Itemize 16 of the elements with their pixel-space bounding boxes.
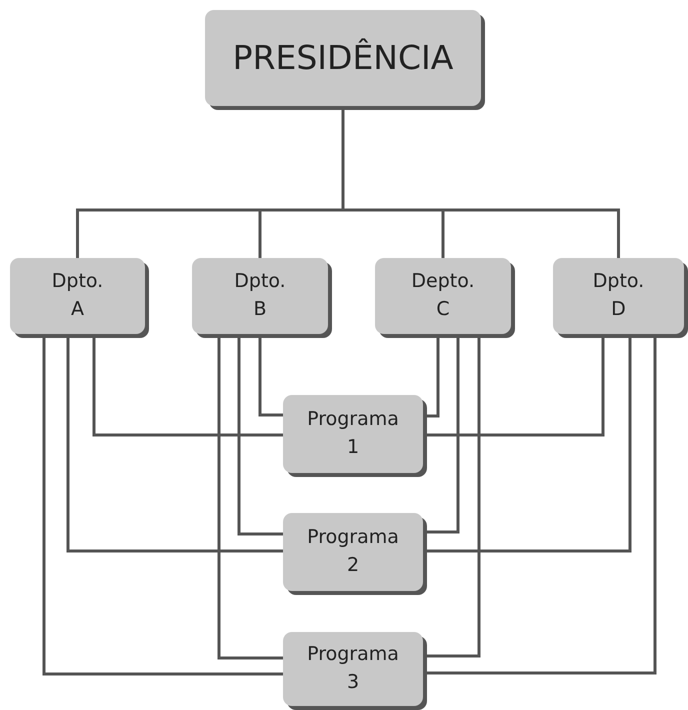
box-label: Programa 1	[307, 407, 399, 460]
org-box	[553, 258, 684, 334]
org-box	[283, 395, 423, 473]
org-box	[283, 513, 423, 591]
box-label: Dpto. D	[592, 269, 644, 322]
box-label: PRESIDÊNCIA	[232, 37, 454, 80]
box-label: Depto. C	[411, 269, 475, 322]
box-label: Dpto. A	[52, 269, 104, 322]
org-box	[10, 258, 145, 334]
box-label: Programa 2	[307, 525, 399, 578]
org-box	[283, 632, 423, 706]
org-box	[375, 258, 511, 334]
top-box	[205, 10, 481, 106]
box-label: Dpto. B	[234, 269, 286, 322]
org-box	[192, 258, 328, 334]
box-label: Programa 3	[307, 642, 399, 695]
